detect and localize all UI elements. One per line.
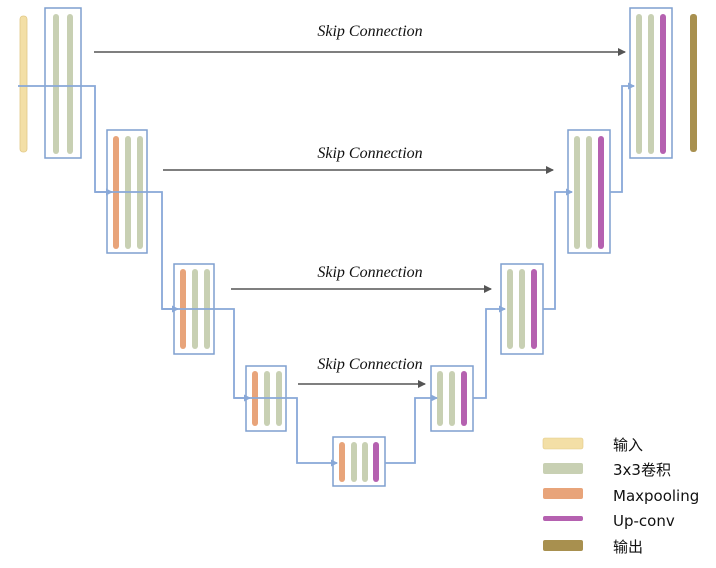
skip-connections — [94, 48, 626, 388]
upconv-bar — [598, 136, 604, 249]
skip-connection-label: Skip Connection — [317, 23, 422, 40]
legend-label-upconv: Up-conv — [613, 512, 675, 530]
upconv-bar — [660, 14, 666, 154]
input-bar — [19, 15, 28, 153]
encoder-block-1 — [44, 7, 82, 159]
legend-label-maxpool: Maxpooling — [613, 487, 699, 505]
upconv-bar — [461, 371, 467, 426]
conv-bar — [351, 442, 357, 482]
flow-line — [543, 188, 573, 310]
decoder-block-4 — [629, 7, 673, 159]
legend-swatch-output — [543, 540, 583, 551]
conv-bar — [519, 269, 525, 349]
conv-bar — [586, 136, 592, 249]
legend-label-output: 输出 — [613, 538, 643, 556]
decoder-flow-lines — [385, 82, 635, 464]
upconv-bar — [373, 442, 379, 482]
upconv-bar — [531, 269, 537, 349]
conv-bar — [67, 14, 73, 154]
legend-label-input: 输入 — [613, 436, 643, 454]
flow-line — [385, 394, 438, 464]
legend-swatch-input — [542, 437, 584, 450]
decoder-block-2 — [500, 263, 544, 355]
skip-connection-label: Skip Connection — [317, 356, 422, 373]
bottleneck-block — [332, 436, 386, 487]
conv-bar — [574, 136, 580, 249]
decoder-block-3 — [567, 129, 611, 254]
skip-connection-label: Skip Connection — [317, 145, 422, 162]
maxpool-bar — [339, 442, 345, 482]
decoder-block-1 — [430, 365, 474, 432]
flow-line — [473, 305, 506, 399]
legend: 输入 3x3卷积 Maxpooling Up-conv 输出 — [542, 436, 699, 556]
conv-bar — [648, 14, 654, 154]
legend-label-conv: 3x3卷积 — [613, 461, 671, 479]
flow-line — [18, 85, 113, 196]
conv-bar — [507, 269, 513, 349]
conv-bar — [437, 371, 443, 426]
conv-bar — [449, 371, 455, 426]
legend-swatch-upconv — [543, 516, 583, 521]
conv-bar — [362, 442, 368, 482]
legend-swatch-conv — [543, 463, 583, 474]
skip-connection-label: Skip Connection — [317, 264, 422, 281]
flow-line — [234, 397, 338, 467]
conv-bar — [53, 14, 59, 154]
conv-bar — [636, 14, 642, 154]
flow-line — [610, 82, 635, 193]
encoder-flow-lines — [18, 85, 338, 467]
block-frame — [44, 7, 82, 159]
legend-swatch-maxpool — [543, 488, 583, 499]
output-bar — [690, 14, 697, 152]
